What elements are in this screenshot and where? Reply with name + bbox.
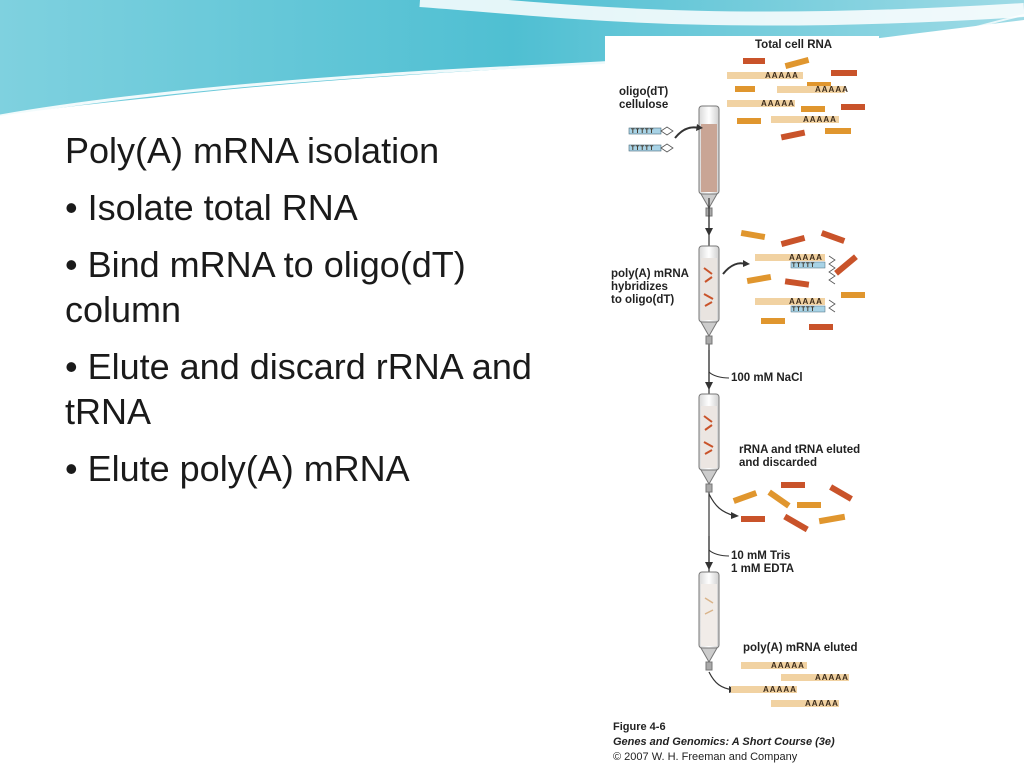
bullet-isolate: • Isolate total RNA (65, 187, 358, 228)
bullet-elute-mrna: • Elute poly(A) mRNA (65, 448, 410, 489)
label-mrna-eluted: poly(A) mRNA eluted (743, 642, 858, 654)
polya-tail: AAAAA (805, 699, 839, 708)
bullet-elute-discard: • Elute and discard rRNA and tRNA (65, 346, 532, 432)
label-total-rna: Total cell RNA (755, 39, 833, 51)
label-hybridizes-3: to oligo(dT) (611, 294, 675, 306)
column-1 (698, 105, 720, 217)
oligo-t: TTTTT (792, 307, 815, 313)
bullet-bind: • Bind mRNA to oligo(dT) column (65, 244, 466, 330)
oligo-t: TTTTT (631, 129, 654, 135)
label-eluted-discarded-2: and discarded (739, 457, 817, 469)
column-2 (698, 245, 720, 345)
figure-copyright: © 2007 W. H. Freeman and Company (613, 751, 798, 763)
figure-number: Figure 4-6 (613, 721, 666, 733)
polya-tail: AAAAA (765, 71, 799, 80)
figure-source: Genes and Genomics: A Short Course (3e) (613, 736, 835, 748)
label-oligo: oligo(dT) (619, 86, 669, 98)
slide-title: Poly(A) mRNA isolation (65, 130, 440, 171)
polya-tail: AAAAA (789, 253, 823, 262)
label-edta: 1 mM EDTA (731, 563, 795, 575)
polya-tail: AAAAA (815, 85, 849, 94)
hybridized-strands (740, 229, 865, 330)
discarded-strands (732, 482, 853, 533)
label-hybridizes-1: poly(A) mRNA (611, 268, 689, 280)
total-rna-strands (727, 56, 865, 141)
slide-text-block: Poly(A) mRNA isolation • Isolate total R… (65, 128, 535, 503)
polya-tail: AAAAA (789, 297, 823, 306)
polya-tail: AAAAA (761, 99, 795, 108)
polya-tail: AAAAA (815, 673, 849, 682)
figure-panel: AAAAA AAAAA AAAAA AAAAA AAAAA AAAAA AAAA… (605, 36, 879, 768)
polya-tail: AAAAA (771, 661, 805, 670)
figure-diagram: AAAAA AAAAA AAAAA AAAAA AAAAA AAAAA AAAA… (628, 56, 865, 708)
label-hybridizes-2: hybridizes (611, 281, 668, 293)
oligo-dt-strands (628, 124, 703, 153)
column-3 (698, 393, 720, 493)
label-eluted-discarded-1: rRNA and tRNA eluted (739, 444, 861, 456)
polya-tail: AAAAA (803, 115, 837, 124)
oligo-t: TTTTT (792, 263, 815, 269)
column-4 (698, 571, 720, 671)
eluted-mrna-strands (731, 662, 849, 707)
label-nacl: 100 mM NaCl (731, 372, 803, 384)
label-tris: 10 mM Tris (731, 550, 791, 562)
polya-tails: AAAAA AAAAA AAAAA AAAAA AAAAA AAAAA AAAA… (631, 71, 849, 708)
label-cellulose: cellulose (619, 99, 669, 111)
oligo-t: TTTTT (631, 146, 654, 152)
polya-tail: AAAAA (763, 685, 797, 694)
